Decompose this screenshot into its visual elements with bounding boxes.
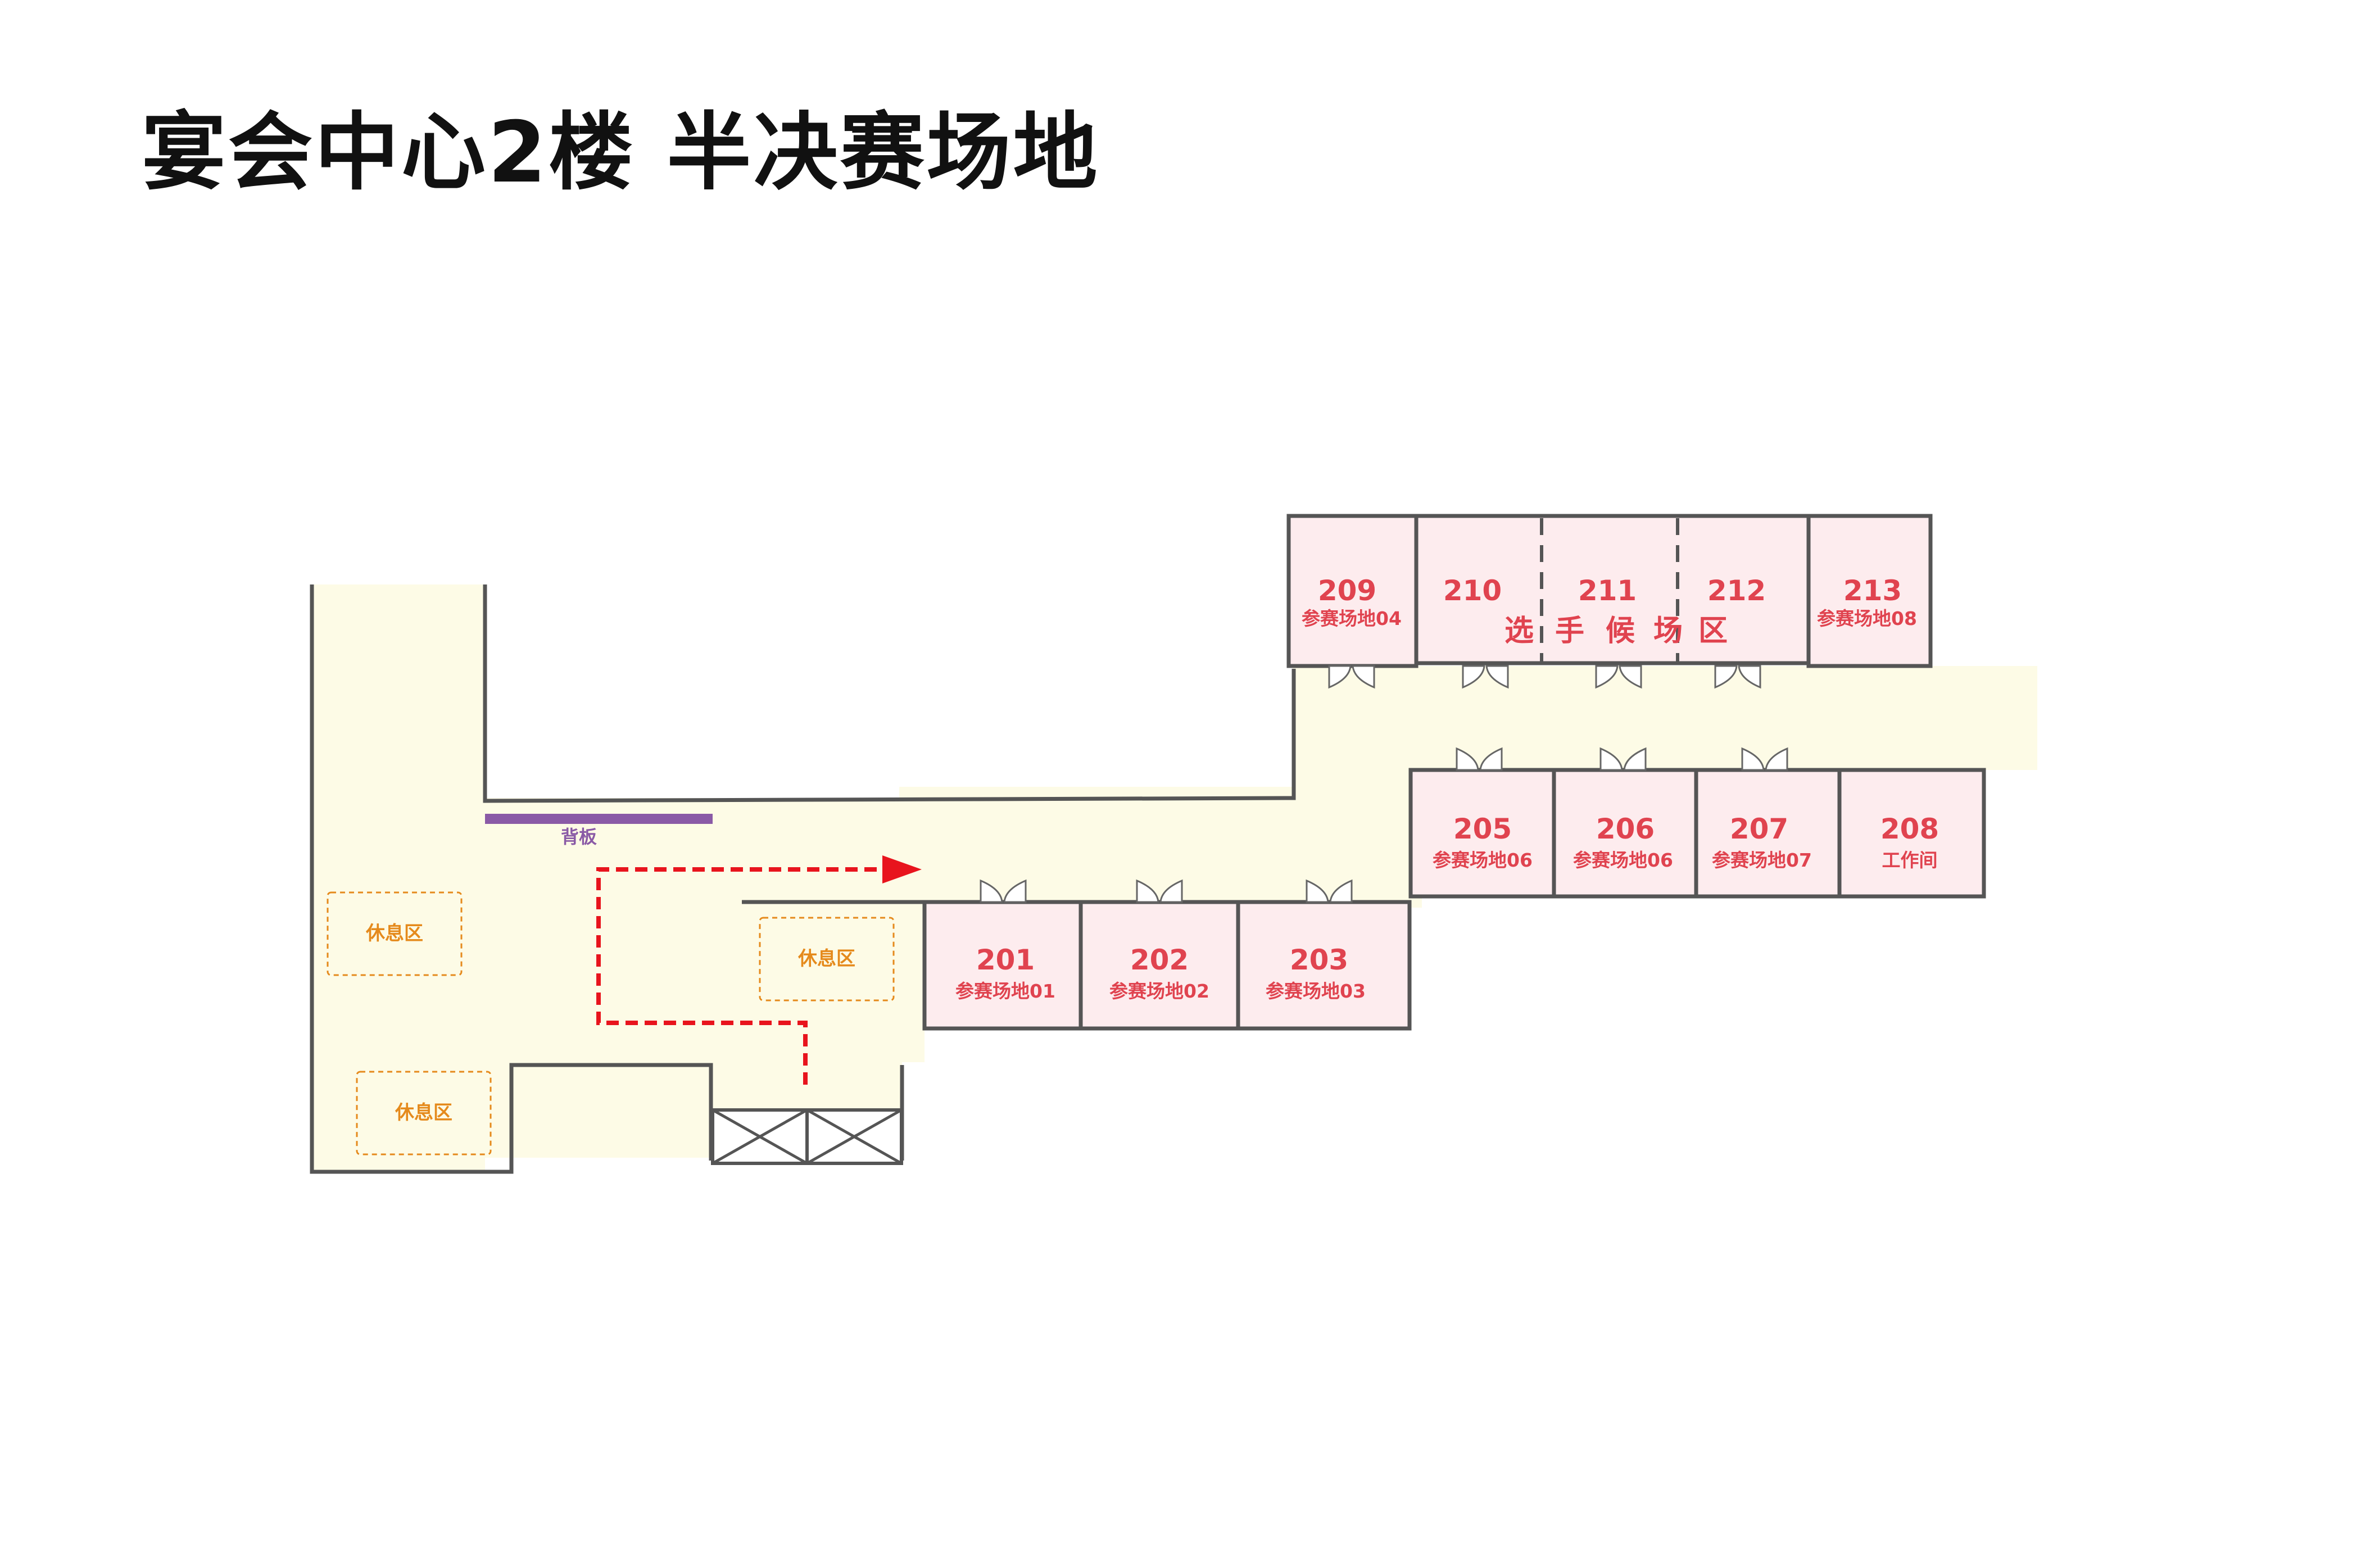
room-212-number: 212 (1707, 574, 1766, 607)
room-number: 202 (1130, 944, 1189, 976)
room-number: 213 (1843, 574, 1902, 607)
elevator-bank (711, 1108, 903, 1165)
room-211-number: 211 (1578, 574, 1637, 607)
room-209[interactable]: 209 参赛场地04 (1286, 514, 1419, 668)
rest-area-label: 休息区 (395, 1102, 452, 1124)
wall-left-inner (483, 584, 1296, 803)
double-door-icon[interactable] (1462, 665, 1509, 689)
room-label: 参赛场地02 (1109, 980, 1209, 1002)
room-label: 参赛场地07 (1712, 849, 1812, 871)
double-door-icon[interactable] (980, 879, 1027, 903)
room-number: 209 (1318, 574, 1376, 607)
double-door-icon[interactable] (1599, 747, 1647, 771)
doors (980, 665, 1788, 903)
wall-left-outer (310, 584, 713, 1174)
double-door-icon[interactable] (1456, 747, 1503, 771)
room-label: 工作间 (1882, 849, 1938, 871)
corridor-east-end (1984, 666, 2037, 770)
rest-area: 休息区 (327, 891, 463, 976)
room-208[interactable]: 208 工作间 (1837, 768, 1986, 899)
room-number: 206 (1596, 813, 1655, 845)
room-203[interactable]: 203 参赛场地03 (1236, 900, 1412, 1031)
route-line (596, 867, 882, 1085)
page-title: 宴会中心2楼 半决赛场地 (142, 104, 1100, 202)
room-206[interactable]: 206 参赛场地06 (1552, 768, 1698, 899)
room-213[interactable]: 213 参赛场地08 (1806, 514, 1933, 668)
double-door-icon[interactable] (1714, 665, 1761, 689)
backboard-bar (485, 814, 713, 824)
room-number: 201 (976, 944, 1035, 976)
elevator-icon (805, 1108, 903, 1165)
room-210-number: 210 (1443, 574, 1502, 607)
room-number: 207 (1730, 813, 1788, 845)
waiting-char: 场 (1653, 614, 1683, 648)
waiting-area-label: 选 手 候 场 区 (1504, 614, 1728, 648)
room-label: 参赛场地03 (1266, 980, 1366, 1002)
waiting-char: 候 (1606, 614, 1635, 648)
double-door-icon[interactable] (1595, 665, 1642, 689)
room-label: 参赛场地08 (1817, 608, 1917, 629)
route-path (596, 855, 922, 1085)
double-door-icon[interactable] (1136, 879, 1183, 903)
room-202[interactable]: 202 参赛场地02 (1078, 900, 1240, 1031)
waiting-char: 区 (1698, 614, 1728, 648)
backboard-label: 背板 (561, 826, 597, 848)
room-number: 208 (1880, 813, 1939, 845)
double-door-icon[interactable] (1741, 747, 1788, 771)
double-door-icon[interactable] (1306, 879, 1353, 903)
room-label: 参赛场地06 (1433, 849, 1533, 871)
room-205[interactable]: 205 参赛场地06 (1408, 768, 1556, 899)
room-label: 参赛场地04 (1302, 608, 1402, 629)
room-label: 参赛场地06 (1573, 849, 1673, 871)
room-number: 203 (1290, 944, 1348, 976)
room-207[interactable]: 207 参赛场地07 (1694, 768, 1842, 899)
arrow-right-icon (882, 855, 922, 883)
rest-area: 休息区 (759, 917, 895, 1001)
waiting-char: 手 (1555, 614, 1584, 648)
room-210-213-waiting[interactable] (1414, 514, 1811, 665)
walls (310, 584, 1296, 1174)
waiting-char: 选 (1504, 614, 1534, 648)
rest-area-label: 休息区 (365, 922, 423, 945)
corridor-main-horizontal (312, 798, 925, 1062)
room-201[interactable]: 201 参赛场地01 (922, 900, 1083, 1031)
elevator-icon (711, 1108, 809, 1165)
room-label: 参赛场地01 (955, 980, 1055, 1002)
rest-area-label: 休息区 (797, 948, 855, 970)
double-door-icon[interactable] (1328, 665, 1375, 689)
room-number: 205 (1453, 813, 1512, 845)
rest-area: 休息区 (356, 1071, 492, 1155)
